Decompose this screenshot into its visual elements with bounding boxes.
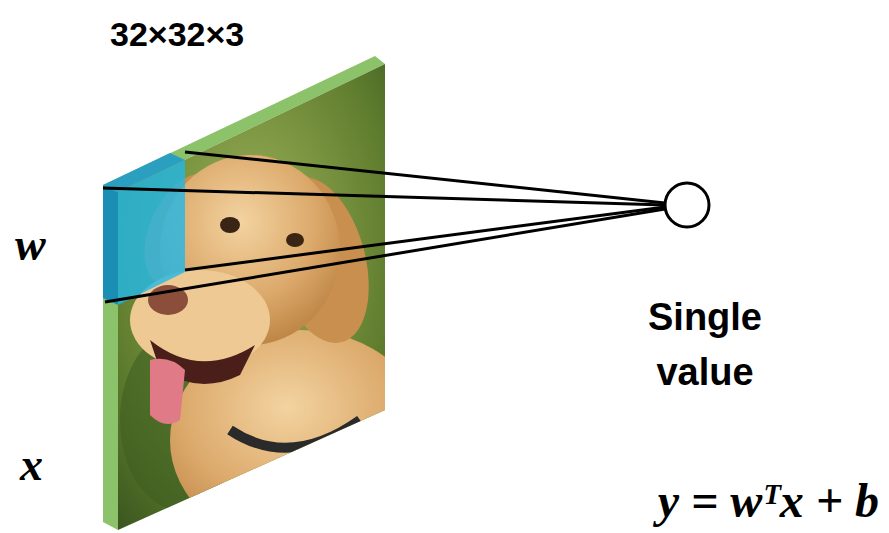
output-label: Single value — [615, 290, 795, 400]
weight-symbol: w — [15, 212, 46, 279]
equation: y = wᵀx + b — [658, 466, 879, 533]
input-symbol: x — [20, 432, 43, 499]
dimension-label: 32×32×3 — [110, 10, 244, 59]
